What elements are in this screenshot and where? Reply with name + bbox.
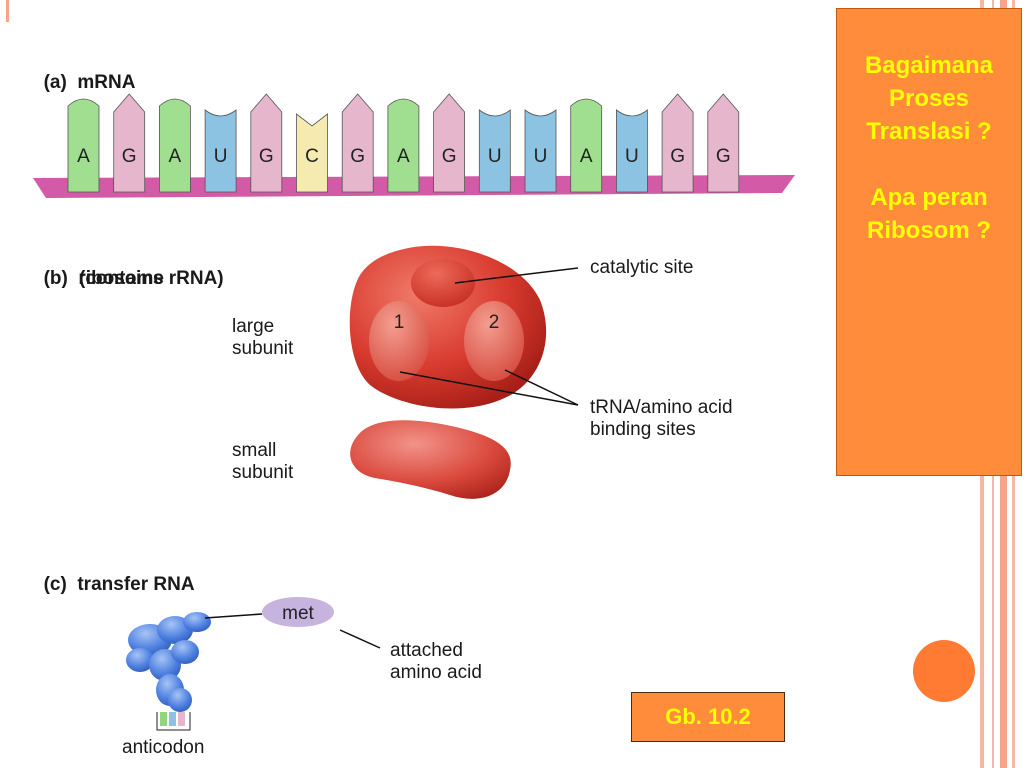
met-text: met <box>282 603 314 624</box>
question-line-6: Ribosom ? <box>867 217 991 244</box>
section-a-letter: (a) <box>43 72 67 93</box>
mrna-base-G <box>250 93 283 193</box>
section-c-letter: (c) <box>43 574 67 595</box>
mrna-base-letter: A <box>580 146 593 167</box>
trna-diagram: met <box>126 597 381 731</box>
catalytic-site-label: catalytic site <box>590 257 694 278</box>
section-a-label: (a) mRNA <box>33 50 136 94</box>
mrna-base-U <box>204 109 237 193</box>
mrna-base-G <box>661 93 694 193</box>
section-a-title: mRNA <box>77 72 136 93</box>
mrna-base-G <box>113 93 146 193</box>
attached-label-line2: amino acid <box>390 662 482 683</box>
mrna-base-A <box>570 98 603 193</box>
anticodon-label: anticodon <box>122 737 205 758</box>
mrna-base-letter: G <box>442 146 457 167</box>
mrna-base-G <box>707 93 740 193</box>
mrna-base-letter: A <box>77 146 90 167</box>
attached-pointer <box>339 629 381 649</box>
small-label-line2: subunit <box>232 462 294 483</box>
small-label-line1: small <box>232 440 277 461</box>
mrna-base-letter: U <box>214 146 228 167</box>
mrna-base-A <box>387 98 420 193</box>
mrna-base-letter: G <box>122 146 137 167</box>
small-subunit <box>350 420 511 499</box>
mrna-base-A <box>67 98 100 193</box>
attached-label-line1: attached <box>390 640 463 661</box>
mrna-base-letter: U <box>534 146 548 167</box>
decorative-circle <box>913 640 975 702</box>
anticodon-bracket <box>156 712 191 731</box>
mrna-base-U <box>478 109 511 193</box>
question-line-1: Bagaimana <box>864 52 994 79</box>
site-2-number: 2 <box>489 312 500 333</box>
trna-molecule <box>126 612 211 712</box>
mrna-base-U <box>616 109 648 193</box>
mrna-base-letter: A <box>169 146 182 167</box>
left-border-stripe <box>6 0 9 22</box>
large-label-line1: large <box>232 316 275 337</box>
mrna-base-letter: C <box>305 146 319 167</box>
mrna-base-letter: G <box>259 146 274 167</box>
section-b-letter: (b) <box>43 268 68 289</box>
question-line-5: Apa peran <box>870 184 988 211</box>
binding-label-line2: binding sites <box>590 419 696 440</box>
mrna-base-C <box>296 113 328 193</box>
binding-pointer-1 <box>399 371 579 406</box>
mrna-base-A <box>159 98 191 193</box>
question-box: Bagaimana Proses Translasi ? Apa peran R… <box>836 8 1022 476</box>
mrna-base-U <box>524 109 557 193</box>
catalytic-site <box>411 259 475 307</box>
binding-pointer-2 <box>504 369 579 406</box>
mrna-base-G <box>341 93 374 193</box>
section-b-subtitle: (contains rRNA) <box>79 268 224 289</box>
trna-amino-link <box>204 613 263 619</box>
section-b-label: (b) ribosome <box>33 246 164 290</box>
mrna-base-letter: G <box>670 146 685 167</box>
mrna-base-letter: A <box>397 146 410 167</box>
mrna-base-G <box>433 93 465 193</box>
section-c-label: (c) transfer RNA <box>33 552 195 596</box>
question-line-3: Translasi ? <box>866 118 992 145</box>
mrna-base-letter: U <box>625 146 639 167</box>
catalytic-pointer <box>454 267 579 284</box>
ribosome-diagram: 1 2 <box>349 245 579 499</box>
question-line-4 <box>837 148 1021 181</box>
figure-label: Gb. 10.2 <box>631 692 785 742</box>
binding-site-2 <box>464 301 524 381</box>
site-1-number: 1 <box>394 312 405 333</box>
mrna-base-letter: G <box>350 146 365 167</box>
question-line-2: Proses <box>888 85 970 112</box>
binding-label-line1: tRNA/amino acid <box>590 397 733 418</box>
section-c-title: transfer RNA <box>77 574 195 595</box>
mrna-base-letter: U <box>488 146 502 167</box>
anticodon-bases <box>160 712 185 726</box>
section-b-title: ribosome <box>78 268 164 289</box>
binding-site-1 <box>369 301 429 381</box>
large-label-line2: subunit <box>232 338 294 359</box>
mrna-base-letter: G <box>716 146 731 167</box>
met-oval <box>262 597 334 627</box>
